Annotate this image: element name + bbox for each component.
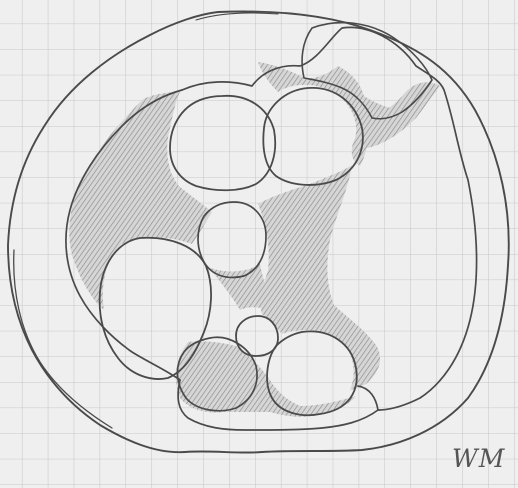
artist-initials: WM	[452, 446, 505, 471]
